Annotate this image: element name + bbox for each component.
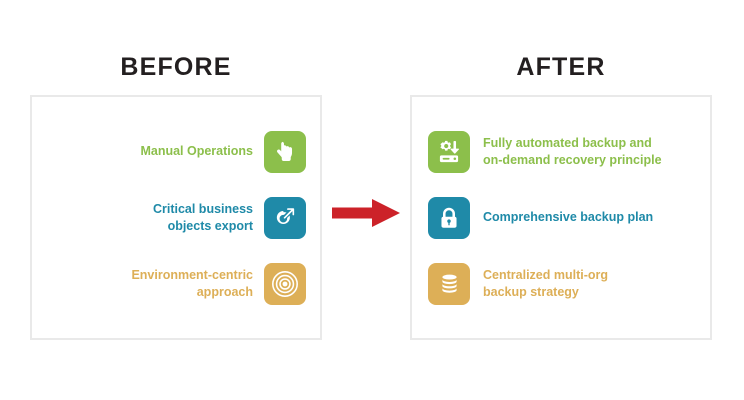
list-item-label: Comprehensive backup plan [483, 210, 654, 224]
list-item: Comprehensive backup plan [412, 185, 710, 251]
list-item-label: Environment-centric approach [131, 267, 253, 299]
right-arrow-icon [330, 196, 402, 230]
list-item: Manual Operations [32, 119, 320, 185]
list-item: Centralized multi-org backup strategy [412, 251, 710, 317]
bottom-strip [0, 386, 744, 400]
list-item: Environment-centric approach [32, 251, 320, 317]
panel-before: Manual Operations Critical business obje… [30, 95, 322, 340]
page-title-before: BEFORE [120, 53, 232, 81]
automated-backup-download-icon [428, 130, 470, 173]
export-arrow-icon [264, 196, 306, 239]
after-item-list: Fully automated backup and on-demand rec… [412, 97, 710, 338]
page-title-after: AFTER [516, 53, 606, 81]
list-item-label: Centralized multi-org backup strategy [483, 267, 609, 299]
pointing-hand-icon [264, 130, 306, 173]
before-item-list: Manual Operations Critical business obje… [32, 97, 320, 338]
list-item: Critical business objects export [32, 185, 320, 251]
concentric-target-icon [264, 262, 306, 305]
list-item-label: Fully automated backup and on-demand rec… [483, 135, 662, 167]
database-stack-icon [428, 262, 470, 305]
list-item-label: Critical business objects export [152, 201, 253, 233]
padlock-icon [428, 196, 470, 239]
list-item-label: Manual Operations [140, 144, 253, 158]
list-item: Fully automated backup and on-demand rec… [412, 119, 710, 185]
panel-after: Fully automated backup and on-demand rec… [410, 95, 712, 340]
